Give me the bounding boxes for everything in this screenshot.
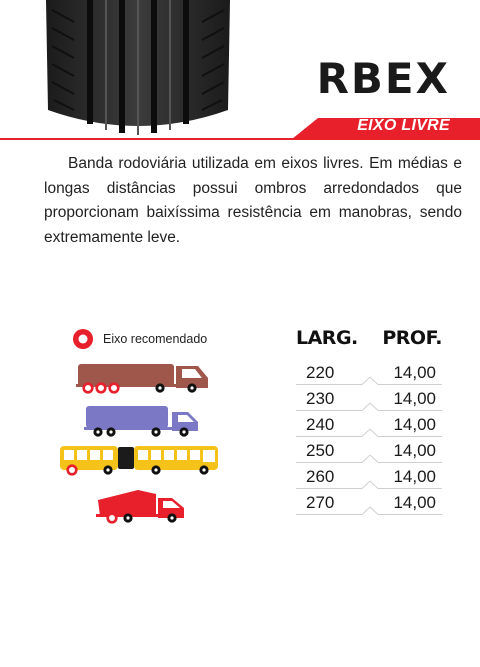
cell-depth: 14,00 <box>393 467 436 486</box>
rigid-truck-icon <box>76 364 208 394</box>
axle-type-label: EIXO LIVRE <box>357 117 450 134</box>
cell-depth: 14,00 <box>393 493 436 512</box>
tire-tread-image <box>46 0 230 135</box>
cell-depth: 14,00 <box>393 363 436 382</box>
axle-type-banner <box>0 118 480 140</box>
cell-width: 220 <box>306 363 335 382</box>
table-row: 240 14,00 <box>296 412 442 438</box>
product-title: RBEX <box>316 54 450 103</box>
cell-width: 230 <box>306 389 335 408</box>
trailer-truck-icon <box>84 406 198 437</box>
table-row: 260 14,00 <box>296 464 442 490</box>
header-width: LARG. <box>296 327 358 349</box>
cell-depth: 14,00 <box>393 415 436 434</box>
dump-truck-icon <box>96 490 184 524</box>
cell-width: 240 <box>306 415 335 434</box>
cell-width: 260 <box>306 467 335 486</box>
cell-width: 250 <box>306 441 335 460</box>
table-row: 230 14,00 <box>296 386 442 412</box>
table-row: 270 14,00 <box>296 490 442 516</box>
legend: Eixo recomendado <box>72 328 207 350</box>
table-row: 220 14,00 <box>296 360 442 386</box>
cell-width: 270 <box>306 493 335 512</box>
table-row: 250 14,00 <box>296 438 442 464</box>
header-depth: PROF. <box>382 327 442 349</box>
recommended-axle-marker-icon <box>73 329 93 349</box>
cell-depth: 14,00 <box>393 441 436 460</box>
product-description: Banda rodoviária utilizada em eixos livr… <box>44 155 462 246</box>
cell-depth: 14,00 <box>393 389 436 408</box>
articulated-bus-icon <box>60 446 218 476</box>
legend-label: Eixo recomendado <box>103 332 208 346</box>
